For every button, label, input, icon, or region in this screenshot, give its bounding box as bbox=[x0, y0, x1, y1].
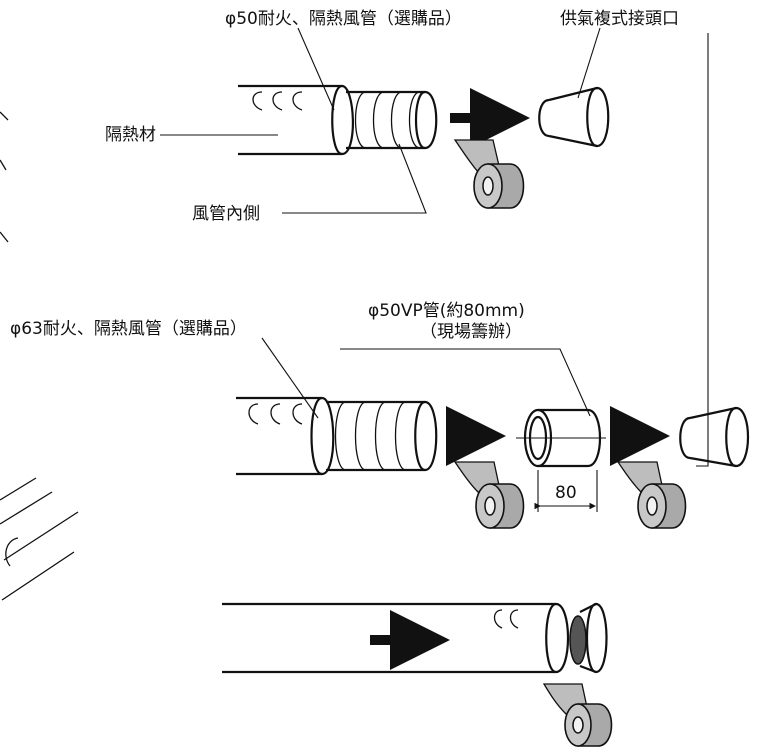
assembled-duct bbox=[222, 602, 608, 674]
label-insulation: 隔熱材 bbox=[105, 125, 156, 145]
label-duct-63: φ63耐火、隔熱風管（選購品） bbox=[10, 319, 247, 339]
label-dimension: 80 bbox=[555, 483, 577, 503]
joint-port-top bbox=[538, 86, 610, 148]
background-sketch-fragment bbox=[0, 111, 79, 601]
duct-50-assembly bbox=[238, 84, 438, 156]
label-vp-pipe-line2: （現場籌辦） bbox=[420, 322, 522, 342]
label-duct-inner: 風管內側 bbox=[192, 204, 260, 224]
tape-roll-icon bbox=[542, 683, 613, 747]
label-vp-pipe-line1: φ50VP管(約80mm) bbox=[368, 301, 525, 321]
label-joint-port: 供氣複式接頭口 bbox=[560, 9, 679, 29]
vp-pipe bbox=[516, 408, 606, 512]
joint-port-middle bbox=[679, 406, 750, 468]
tape-roll-icon bbox=[453, 139, 525, 209]
tape-roll-icon bbox=[616, 461, 687, 529]
tape-roll-icon bbox=[453, 461, 525, 529]
duct-63-assembly bbox=[236, 396, 438, 476]
label-duct-50: φ50耐火、隔熱風管（選購品） bbox=[225, 9, 462, 29]
